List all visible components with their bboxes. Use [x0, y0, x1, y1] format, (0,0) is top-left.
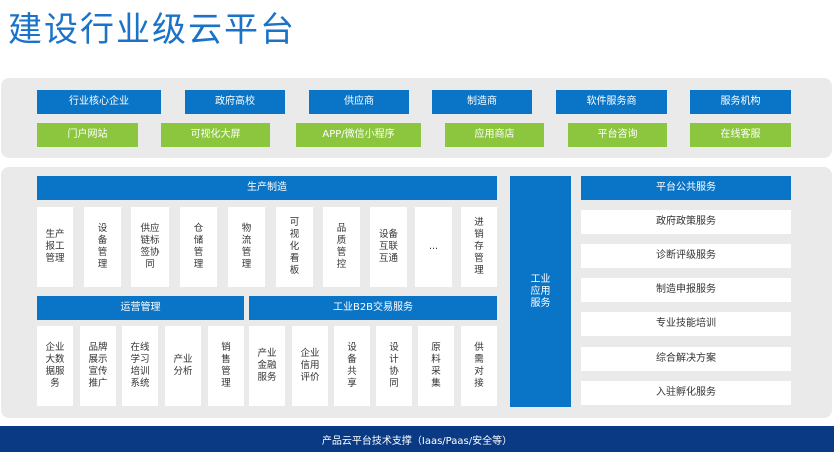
- public-service-item: 诊断评级服务: [581, 244, 791, 268]
- production-item: ...: [415, 207, 452, 287]
- public-service-item: 制造申报服务: [581, 278, 791, 302]
- user-type-service-agency: 服务机构: [690, 90, 791, 114]
- industrial-app-column: 工业应用服务: [510, 176, 571, 407]
- production-header: 生产制造: [37, 176, 497, 200]
- b2b-item: 设计协同: [376, 326, 412, 406]
- public-service-item: 政府政策服务: [581, 210, 791, 234]
- channel-app: APP/微信小程序: [296, 123, 421, 147]
- channel-consulting: 平台咨询: [568, 123, 667, 147]
- industrial-app-label: 工业应用服务: [530, 273, 551, 309]
- production-item: 可视化看板: [276, 207, 313, 287]
- operations-header: 运营管理: [37, 296, 244, 320]
- user-type-core-enterprise: 行业核心企业: [37, 90, 161, 114]
- b2b-item: 企业信用评价: [292, 326, 328, 406]
- channel-online-support: 在线客服: [690, 123, 791, 147]
- b2b-header: 工业B2B交易服务: [249, 296, 497, 320]
- user-type-supplier: 供应商: [309, 90, 409, 114]
- production-item: 仓储管理: [180, 207, 217, 287]
- b2b-item: 供需对接: [461, 326, 497, 406]
- operations-item: 产业分析: [165, 326, 201, 406]
- public-services-header: 平台公共服务: [581, 176, 791, 200]
- channel-portal: 门户网站: [37, 123, 138, 147]
- tech-support-footer: 产品云平台技术支撑（Iaas/Paas/安全等）: [0, 426, 834, 452]
- b2b-item: 设备共享: [334, 326, 370, 406]
- production-item: 设备互联互通: [370, 207, 407, 287]
- production-item: 设备管理: [84, 207, 121, 287]
- production-item: 生产报工管理: [37, 207, 73, 287]
- operations-item: 销售管理: [208, 326, 244, 406]
- public-service-item: 综合解决方案: [581, 347, 791, 371]
- operations-item: 品牌展示宣传推广: [80, 326, 116, 406]
- user-type-government: 政府高校: [185, 90, 285, 114]
- user-type-manufacturer: 制造商: [432, 90, 532, 114]
- operations-item: 企业大数据服务: [37, 326, 73, 406]
- user-type-software-provider: 软件服务商: [556, 90, 667, 114]
- production-item: 品质管控: [323, 207, 360, 287]
- operations-item: 在线学习培训系统: [122, 326, 158, 406]
- b2b-item: 产业金融服务: [249, 326, 285, 406]
- production-item: 供应链标签协同: [131, 207, 169, 287]
- page-title: 建设行业级云平台: [8, 10, 296, 50]
- production-item: 物流管理: [228, 207, 265, 287]
- b2b-item: 原料采集: [418, 326, 454, 406]
- public-service-item: 入驻孵化服务: [581, 381, 791, 405]
- production-item: 进销存管理: [461, 207, 497, 287]
- channel-app-store: 应用商店: [445, 123, 544, 147]
- channel-dashboard: 可视化大屏: [161, 123, 270, 147]
- public-service-item: 专业技能培训: [581, 312, 791, 336]
